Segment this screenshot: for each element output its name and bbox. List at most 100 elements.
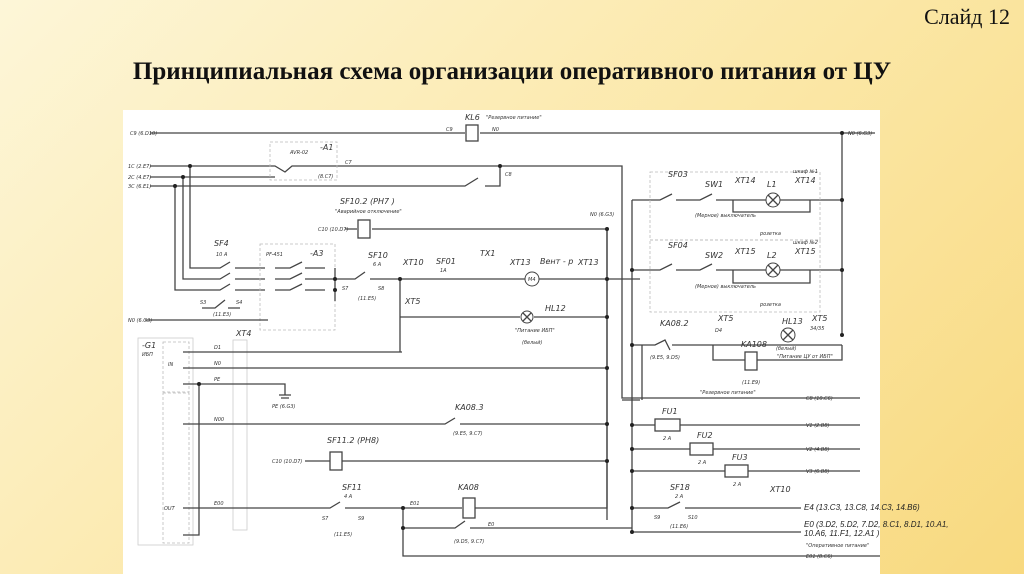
n0-g1-label: N0	[214, 361, 221, 367]
sf11-rating: 4 A	[344, 494, 353, 500]
n00-label: N00	[214, 417, 224, 423]
e4-output: E4 (13.C3, 13.C8, 14.C3, 14.B6)	[804, 503, 920, 512]
l1-label: L1	[767, 180, 777, 189]
ka108-label: KA108	[741, 340, 767, 349]
s9b-label: S9	[654, 515, 660, 521]
e00-label: E00	[214, 501, 224, 507]
c8-output: C8 (10.C6)	[806, 396, 833, 402]
labels: KL6 "Резервное питание" C9 (6.D10) C9 N0…	[128, 113, 872, 560]
hl13-color: (белый)	[776, 346, 797, 352]
ka082-label: KA08.2	[660, 319, 689, 328]
sw1-label: SW1	[705, 180, 723, 189]
ka082-ref: (9.E5, 9.D5)	[650, 355, 680, 361]
l2-label: L2	[767, 251, 777, 260]
fu1-label: FU1	[662, 407, 678, 416]
s8-label: S8	[378, 286, 384, 292]
c9-input: C9 (6.D10)	[130, 131, 157, 137]
sw2-label: SW2	[705, 251, 723, 260]
input-3c: 3C (6.E1)	[128, 184, 151, 190]
cabinet1-label: шкаф №1	[793, 169, 818, 175]
sf10-ref: (11.E5)	[358, 296, 376, 302]
e01-label: E01	[410, 501, 420, 507]
sf102-note: "Аварийное отключение"	[335, 209, 402, 215]
s10-label: S10	[688, 515, 698, 521]
xt14b-label: XT14	[794, 176, 816, 185]
ka083-ref: (9.E5, 9.C7)	[453, 431, 483, 437]
sf01-label: SF01	[436, 257, 456, 266]
cabinet2-label: шкаф №2	[793, 240, 818, 246]
a1-ref: (8.C7)	[318, 174, 333, 180]
s9-label: S9	[358, 516, 364, 522]
hl12-note: "Питание ИБП"	[515, 328, 555, 334]
kl6-label: KL6	[465, 113, 480, 122]
sf102-label: SF10.2 (РН7 )	[340, 197, 395, 206]
e0-note: "Оперативное питание"	[806, 543, 869, 549]
junction-dots	[173, 131, 844, 534]
tx1-label: TX1	[480, 249, 495, 258]
hl13-label: HL13	[782, 317, 803, 326]
a1-label: -A1	[320, 143, 333, 152]
sf4-rating: 10 A	[216, 252, 228, 258]
sf112-label: SF11.2 (РН8)	[327, 436, 379, 445]
c10-label: C10 (10.D7)	[318, 227, 348, 233]
fu2-rating: 2 A	[698, 460, 707, 466]
input-1c: 1C (2.E7)	[128, 164, 151, 170]
sf18-rating: 2 A	[675, 494, 684, 500]
ka08-ref: (9.D5, 9.C7)	[454, 539, 484, 545]
ka08-label: KA08	[458, 483, 479, 492]
xt5c-label: XT5	[811, 314, 827, 323]
g1-label: -G1	[142, 341, 156, 350]
schematic-svg: KL6 "Резервное питание" C9 (6.D10) C9 N0…	[128, 113, 880, 560]
slide-title: Принципиальная схема организации операти…	[132, 58, 892, 85]
xt10-label: XT10	[402, 258, 424, 267]
schematic-diagram: KL6 "Резервное питание" C9 (6.D10) C9 N0…	[123, 110, 880, 574]
sw2-note: (Мерное) выключатель	[695, 284, 756, 290]
out-label: OUT	[164, 506, 176, 512]
xt5b-label: XT5	[717, 314, 733, 323]
pe-ref: PE (6.G3)	[272, 404, 296, 410]
fu2-label: FU2	[697, 431, 713, 440]
sw1-note: (Мерное) выключатель	[695, 213, 756, 219]
s3-label: S3	[200, 300, 206, 306]
s7b-label: S7	[322, 516, 329, 522]
xt4-label: XT4	[235, 329, 251, 338]
a3-label: -A3	[310, 249, 323, 258]
sf04-label: SF04	[668, 241, 688, 250]
socket2-label: розетка	[759, 302, 781, 308]
xt10b-label: XT10	[769, 485, 791, 494]
sf4-ref: (11.E3)	[213, 312, 231, 318]
in-label: IN	[168, 362, 173, 368]
e01-output: E01 (8.C6)	[806, 554, 833, 560]
c10b-label: C10 (10.D7)	[272, 459, 302, 465]
wires	[137, 124, 880, 557]
pe-label: PE	[214, 377, 221, 383]
hl13-note: "Питание ЦУ от ИБП"	[777, 354, 833, 360]
e0-output: E0 (3.D2, 5.D2, 7.D2, 8.C1, 8.D1, 10.A1,…	[804, 520, 949, 538]
sf4-label: SF4	[214, 239, 229, 248]
fu1-rating: 2 A	[663, 436, 672, 442]
xt13b-label: XT13	[577, 258, 599, 267]
v3-output: V3 (6.B8)	[806, 469, 830, 475]
v2-output: V2 (4.B8)	[806, 447, 830, 453]
pf451-label: PF-451	[266, 252, 283, 258]
ka083-label: KA08.3	[455, 403, 484, 412]
sf03-label: SF03	[668, 170, 688, 179]
s7-label: S7	[342, 286, 349, 292]
xt5-terminal: 34/35	[810, 326, 824, 332]
sf10-label: SF10	[368, 251, 388, 260]
motor-label: M4	[528, 277, 536, 283]
sf10-rating: 6 A	[373, 262, 382, 268]
s4-label: S4	[236, 300, 242, 306]
ka108-ref: (11.E9)	[742, 380, 760, 386]
socket1-label: розетка	[759, 231, 781, 237]
e0-ka08-label: E0	[488, 522, 494, 528]
n0-bus-label: N0 (6.G3)	[590, 212, 614, 218]
sf11-label: SF11	[342, 483, 362, 492]
c8-label: C8	[505, 172, 512, 178]
fu3-rating: 2 A	[733, 482, 742, 488]
xt15b-label: XT15	[794, 247, 816, 256]
reserve-note: "Резервное питание"	[700, 390, 756, 396]
vent-label: Вент - р	[540, 257, 573, 266]
xt5-label: XT5	[404, 297, 420, 306]
xt14-label: XT14	[734, 176, 756, 185]
